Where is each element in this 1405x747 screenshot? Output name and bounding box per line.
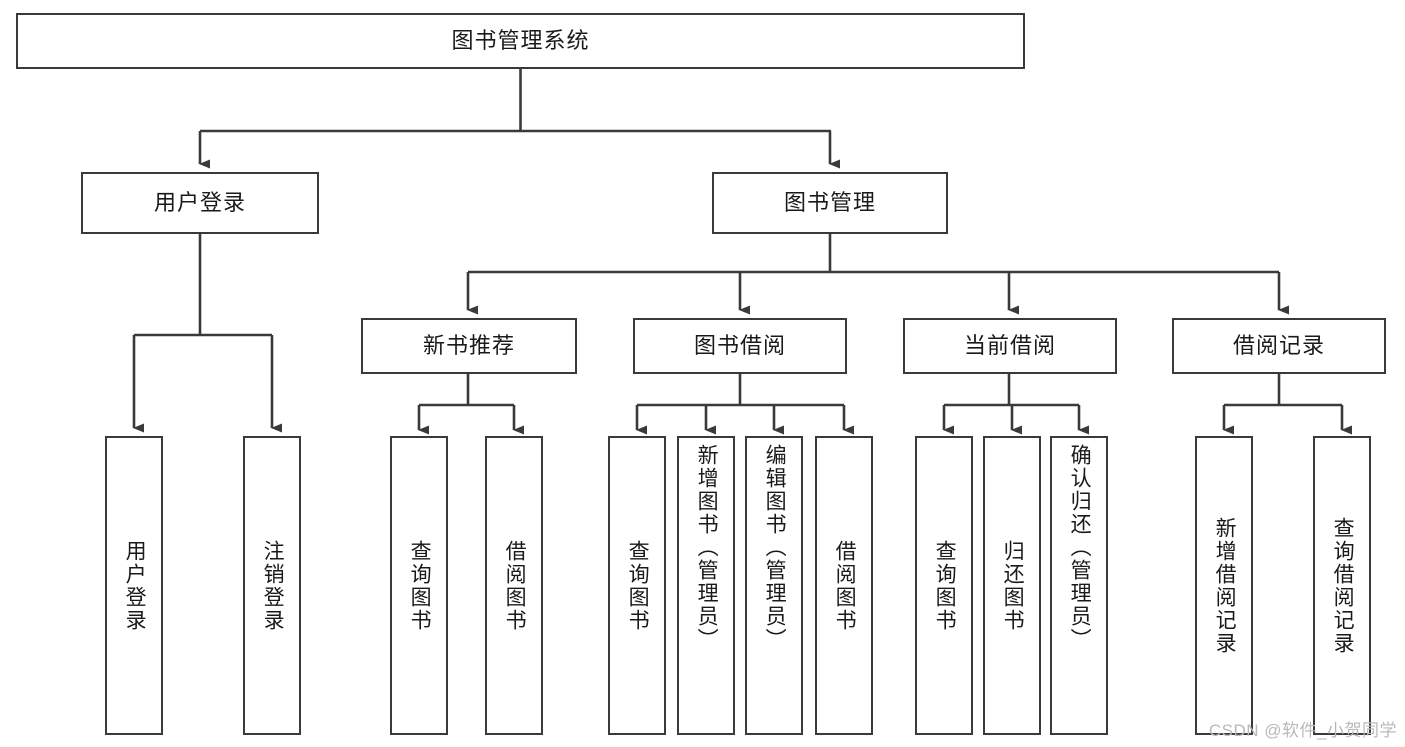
node-user-login-label: 用户登录 <box>153 189 246 215</box>
node-leaf-query-book-1-label: 查询图书 <box>408 539 432 632</box>
node-leaf-query-book-3[interactable]: 查询图书 <box>915 436 973 735</box>
node-leaf-return-book-label: 归还图书 <box>1001 539 1025 632</box>
node-leaf-borrow-book-2[interactable]: 借阅图书 <box>815 436 873 735</box>
node-leaf-add-borrow-record-label: 新增借阅记录 <box>1213 516 1237 655</box>
node-book-management[interactable]: 图书管理 <box>712 172 948 234</box>
node-leaf-return-book[interactable]: 归还图书 <box>983 436 1041 735</box>
node-book-management-label: 图书管理 <box>783 189 876 215</box>
node-leaf-edit-book-label: 编辑图书（管理员） <box>763 444 787 651</box>
node-leaf-borrow-book-1-label: 借阅图书 <box>503 539 527 632</box>
node-leaf-user-logout[interactable]: 注销登录 <box>243 436 301 735</box>
node-leaf-query-borrow-record[interactable]: 查询借阅记录 <box>1313 436 1371 735</box>
node-leaf-user-login-label: 用户登录 <box>123 539 147 632</box>
node-borrow-record-label: 借阅记录 <box>1232 332 1325 358</box>
node-leaf-query-book-3-label: 查询图书 <box>933 539 957 632</box>
node-leaf-confirm-return[interactable]: 确认归还（管理员） <box>1050 436 1108 735</box>
node-current-borrow[interactable]: 当前借阅 <box>903 318 1117 374</box>
node-leaf-confirm-return-label: 确认归还（管理员） <box>1068 444 1092 651</box>
node-leaf-borrow-book-1[interactable]: 借阅图书 <box>485 436 543 735</box>
node-book-borrow[interactable]: 图书借阅 <box>633 318 847 374</box>
node-current-borrow-label: 当前借阅 <box>963 332 1056 358</box>
node-user-login[interactable]: 用户登录 <box>81 172 319 234</box>
node-leaf-borrow-book-2-label: 借阅图书 <box>833 539 857 632</box>
node-book-borrow-label: 图书借阅 <box>693 332 786 358</box>
node-leaf-query-book-2-label: 查询图书 <box>626 539 650 632</box>
node-leaf-add-borrow-record[interactable]: 新增借阅记录 <box>1195 436 1253 735</box>
node-leaf-query-book-1[interactable]: 查询图书 <box>390 436 448 735</box>
node-leaf-add-book-label: 新增图书（管理员） <box>695 444 719 651</box>
node-new-book-recommend-label: 新书推荐 <box>422 332 515 358</box>
node-root-label: 图书管理系统 <box>451 27 590 53</box>
node-leaf-query-borrow-record-label: 查询借阅记录 <box>1331 516 1355 655</box>
node-leaf-user-login[interactable]: 用户登录 <box>105 436 163 735</box>
node-leaf-user-logout-label: 注销登录 <box>261 539 285 632</box>
node-root[interactable]: 图书管理系统 <box>16 13 1025 69</box>
node-leaf-edit-book[interactable]: 编辑图书（管理员） <box>745 436 803 735</box>
node-new-book-recommend[interactable]: 新书推荐 <box>361 318 577 374</box>
node-leaf-query-book-2[interactable]: 查询图书 <box>608 436 666 735</box>
node-borrow-record[interactable]: 借阅记录 <box>1172 318 1386 374</box>
node-leaf-add-book[interactable]: 新增图书（管理员） <box>677 436 735 735</box>
